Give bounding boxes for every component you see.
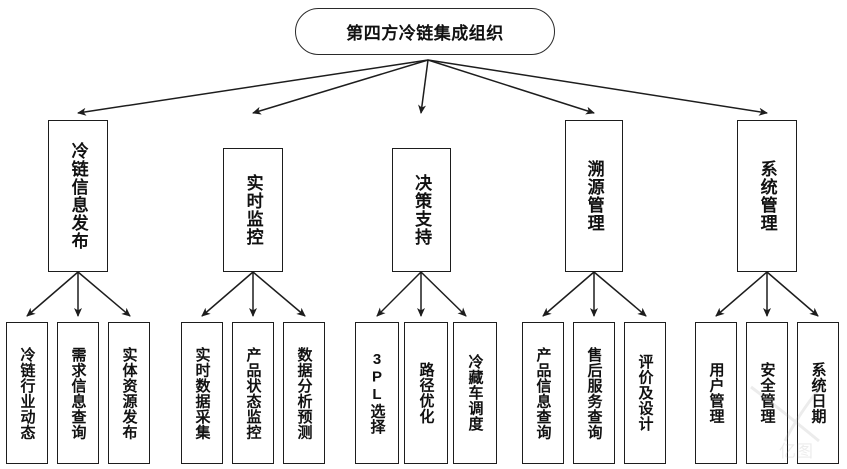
connector-root-to-branch-5 bbox=[427, 59, 768, 116]
leaf-node-2-2-label: 产品状态监控 bbox=[244, 346, 262, 440]
connector-branch4-leaf1 bbox=[542, 271, 595, 317]
connector-branch2-leaf1 bbox=[201, 271, 254, 317]
leaf-node-2-1-label: 实时数据采集 bbox=[193, 346, 211, 440]
leaf-node-5-3-label: 系统日期 bbox=[809, 362, 827, 424]
leaf-node-5-2[interactable]: 安全管理 bbox=[746, 322, 788, 464]
branch-node-2[interactable]: 实时监控 bbox=[223, 148, 283, 272]
leaf-node-5-1[interactable]: 用户管理 bbox=[695, 322, 737, 464]
leaf-node-1-2[interactable]: 需求信息查询 bbox=[57, 322, 99, 464]
branch-to-leaf-connectors bbox=[26, 271, 819, 317]
connector-branch1-leaf3 bbox=[77, 271, 131, 317]
leaf-node-2-3-label: 数据分析预测 bbox=[295, 346, 313, 440]
leaf-node-5-3[interactable]: 系统日期 bbox=[797, 322, 839, 464]
branch-node-5-label: 系统管理 bbox=[757, 160, 777, 232]
leaf-node-4-2[interactable]: 售后服务查询 bbox=[573, 322, 615, 464]
connector-branch5-leaf1 bbox=[715, 271, 768, 317]
connector-branch2-leaf3 bbox=[252, 271, 306, 317]
leaf-node-3-3-label: 冷藏车调度 bbox=[466, 354, 484, 432]
leaf-node-1-3-label: 实体资源发布 bbox=[120, 346, 138, 440]
branch-node-3-label: 决策支持 bbox=[412, 174, 432, 246]
branch-node-5[interactable]: 系统管理 bbox=[737, 120, 797, 272]
leaf-node-3-2-label: 路径优化 bbox=[417, 362, 435, 424]
connector-branch3-leaf1 bbox=[376, 271, 422, 317]
leaf-node-1-2-label: 需求信息查询 bbox=[69, 346, 87, 440]
root-to-branch-connectors bbox=[77, 59, 768, 116]
branch-node-2-label: 实时监控 bbox=[243, 174, 263, 246]
connector-branch3-leaf3 bbox=[420, 271, 467, 317]
leaf-node-4-3[interactable]: 评价及设计 bbox=[624, 322, 666, 464]
connector-root-to-branch-3 bbox=[418, 59, 429, 114]
leaf-node-4-2-label: 售后服务查询 bbox=[585, 346, 603, 440]
leaf-node-4-3-label: 评价及设计 bbox=[636, 354, 654, 432]
leaf-node-3-1-label: 3PL选择 bbox=[368, 351, 386, 435]
leaf-node-4-1-label: 产品信息查询 bbox=[534, 346, 552, 440]
connector-root-to-branch-4 bbox=[427, 59, 595, 115]
connector-branch1-leaf1 bbox=[26, 271, 79, 317]
leaf-node-3-3[interactable]: 冷藏车调度 bbox=[453, 322, 497, 464]
leaf-node-5-1-label: 用户管理 bbox=[707, 362, 725, 424]
connector-branch5-leaf3 bbox=[766, 271, 819, 317]
root-node[interactable]: 第四方冷链集成组织 bbox=[295, 8, 555, 55]
connector-branch4-leaf3 bbox=[593, 271, 647, 317]
branch-node-1[interactable]: 冷链信息发布 bbox=[48, 120, 108, 272]
leaf-node-4-1[interactable]: 产品信息查询 bbox=[522, 322, 564, 464]
branch-node-1-label: 冷链信息发布 bbox=[68, 142, 88, 250]
leaf-node-3-2[interactable]: 路径优化 bbox=[404, 322, 448, 464]
branch-node-3[interactable]: 决策支持 bbox=[392, 148, 451, 272]
leaf-node-1-1[interactable]: 冷链行业动态 bbox=[6, 322, 48, 464]
leaf-node-2-2[interactable]: 产品状态监控 bbox=[232, 322, 274, 464]
leaf-node-5-2-label: 安全管理 bbox=[758, 362, 776, 424]
branch-node-4-label: 溯源管理 bbox=[584, 160, 604, 232]
branch-node-4[interactable]: 溯源管理 bbox=[565, 120, 623, 272]
leaf-node-1-3[interactable]: 实体资源发布 bbox=[108, 322, 150, 464]
leaf-node-3-1[interactable]: 3PL选择 bbox=[355, 322, 399, 464]
connector-root-to-branch-2 bbox=[252, 59, 429, 115]
leaf-node-2-3[interactable]: 数据分析预测 bbox=[283, 322, 325, 464]
leaf-node-2-1[interactable]: 实时数据采集 bbox=[181, 322, 223, 464]
leaf-node-1-1-label: 冷链行业动态 bbox=[18, 346, 36, 440]
root-node-label: 第四方冷链集成组织 bbox=[346, 24, 504, 43]
connector-root-to-branch-1 bbox=[77, 59, 429, 116]
